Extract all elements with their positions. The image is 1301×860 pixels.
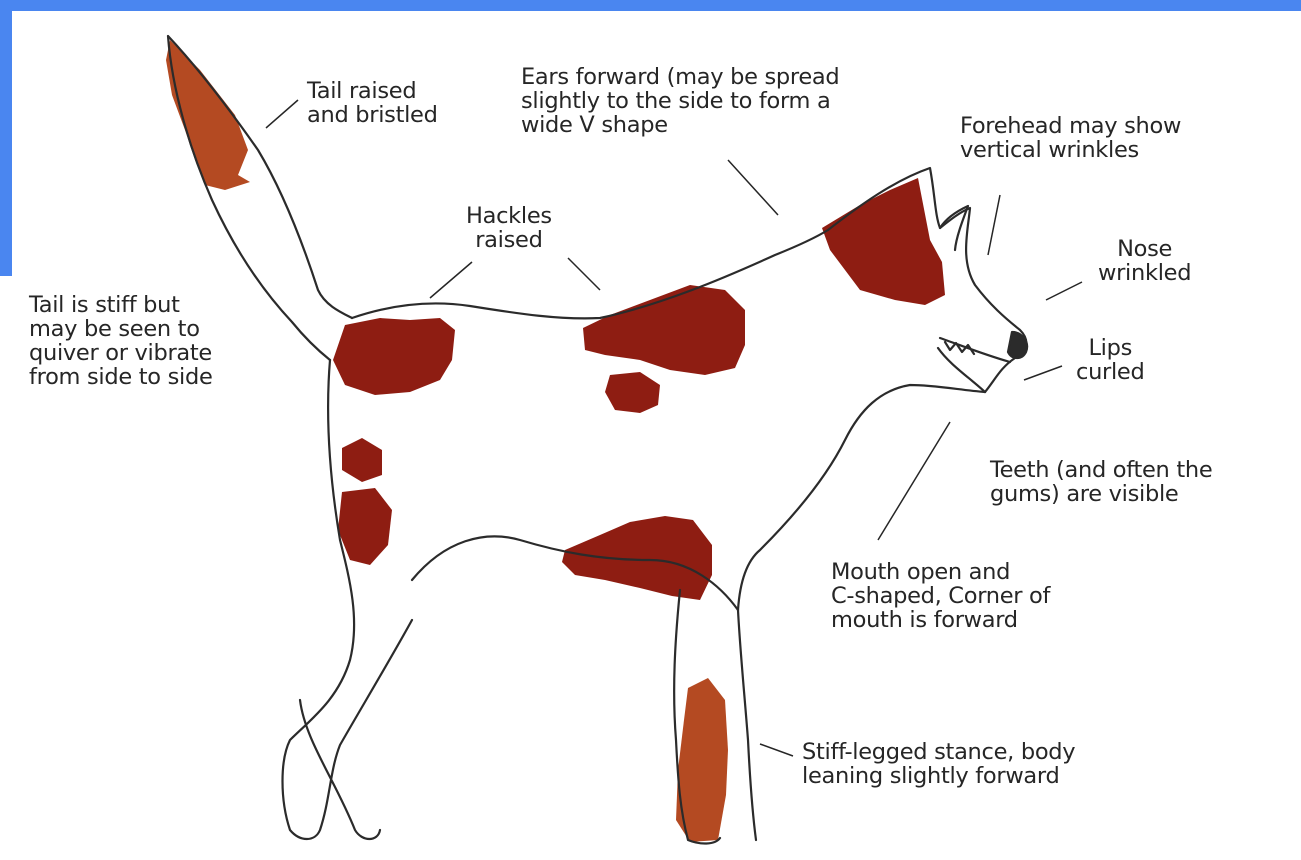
dog-outline [168,36,1027,844]
belly-patch [562,516,712,600]
leader-hackles-left [430,262,472,298]
label-teeth: Teeth (and often the gums) are visible [990,458,1212,506]
label-tail-stiff: Tail is stiff but may be seen to quiver … [29,293,213,389]
leader-lips [1024,366,1062,380]
label-mouth: Mouth open and C-shaped, Corner of mouth… [831,560,1050,632]
back-outline [352,230,828,318]
mouth-outline [938,338,1010,392]
label-stance: Stiff-legged stance, body leaning slight… [802,740,1075,788]
leader-nose [1046,282,1082,300]
leader-stance [760,744,793,756]
leader-ears [728,160,778,215]
label-hackles: Hackles raised [466,204,552,252]
shoulder-patch [605,372,660,413]
label-forehead: Forehead may show vertical wrinkles [960,114,1181,162]
hind-leg-outline [283,360,413,839]
rump-patch [333,318,455,395]
thigh-patch-upper [342,438,382,482]
label-tail-raised: Tail raised and bristled [307,79,438,127]
thigh-patch-lower [338,488,392,565]
leader-tail-raised [266,100,298,128]
head-patch [822,178,945,305]
label-nose: Nose wrinkled [1098,237,1191,285]
ear-outline [940,206,968,250]
leader-forehead [988,195,1000,255]
tail-tip-patch [166,40,250,190]
leader-hackles-right [568,258,600,290]
leader-mouth [878,422,950,540]
dog-patches [166,40,945,842]
back-patch [583,285,745,375]
label-ears-forward: Ears forward (may be spread slightly to … [521,65,839,137]
label-lips: Lips curled [1076,336,1144,384]
